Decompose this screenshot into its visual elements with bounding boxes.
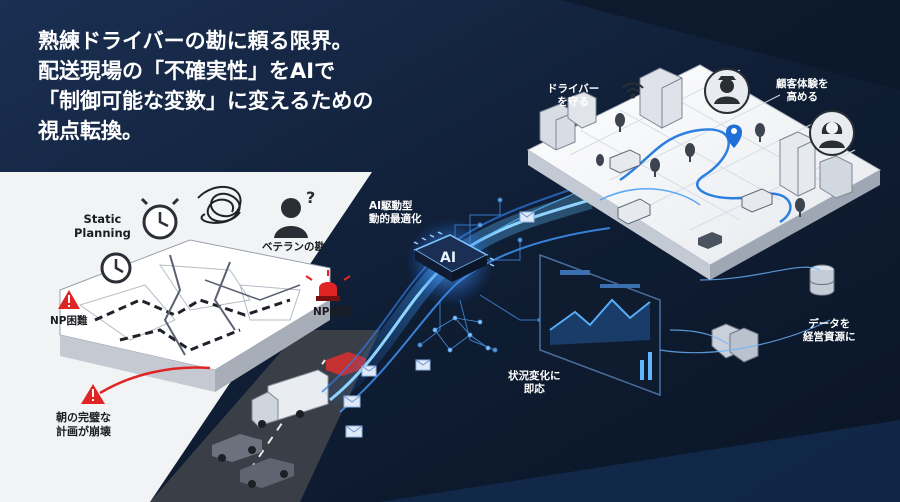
headline-line: 「制御可能な変数」に変えるための (38, 89, 374, 113)
tree (596, 113, 805, 217)
car-icon (212, 434, 262, 462)
protect-drivers-label: ドライバー を守る (547, 83, 600, 109)
np-hard-label-right: NP困難 (313, 306, 351, 318)
siren-icon (305, 270, 351, 301)
delivery-truck-icon (617, 198, 651, 225)
warning-triangle-icon (58, 290, 80, 309)
bottom-right-band (380, 420, 900, 502)
veteran-intuition-label: ベテランの勘 (262, 241, 325, 253)
database-icon (809, 264, 835, 296)
plan-collapse-label: 朝の完璧な 計画が崩壊 (56, 411, 111, 438)
driver-avatar-icon (704, 68, 750, 114)
network-graph (432, 315, 491, 353)
alert-arrow (99, 366, 211, 395)
svg-text:?: ? (306, 188, 315, 207)
monitor-chart-icon (539, 253, 661, 397)
static-planning-label: Static Planning (74, 212, 131, 241)
email-icon (415, 359, 431, 371)
ai-dynamic-optimization-label: AI駆動型 動的最適化 (369, 200, 422, 226)
headline-line: 熟練ドライバーの勘に頼る限界。 (38, 29, 353, 53)
car-icon (698, 232, 722, 249)
clock-icon (140, 197, 180, 240)
connector-lines (659, 266, 831, 354)
person-question-icon: ? (274, 188, 315, 238)
headline-line: 視点転換。 (38, 119, 143, 143)
delivery-truck-icon (251, 369, 329, 428)
warning-triangle-icon (81, 384, 105, 404)
delivery-truck-icon (741, 188, 773, 213)
building (779, 131, 816, 197)
email-icon (519, 211, 535, 223)
building (567, 91, 597, 129)
email-icon (345, 425, 363, 438)
building (639, 67, 683, 129)
headline-line: 配送現場の「不確実性」をAIで (38, 59, 336, 83)
tangled-scribble-icon (197, 185, 242, 224)
np-hard-label-left: NP困難 (50, 315, 88, 327)
ai-chip-icon: AI (406, 218, 495, 306)
clock-icon (100, 252, 132, 284)
location-pin-icon (726, 124, 742, 148)
customer-avatar-icon (809, 110, 855, 156)
customer-experience-label: 顧客体験を 高める (776, 78, 829, 104)
headline: 熟練ドライバーの勘に頼る限界。 配送現場の「不確実性」をAIで 「制御可能な変数… (38, 26, 373, 146)
wifi-icon (622, 82, 644, 99)
building (819, 155, 853, 199)
email-icon (361, 365, 377, 377)
delivery-truck-icon (609, 149, 641, 174)
data-as-assets-label: データを 経営資源に (803, 318, 856, 344)
top-right-dark-band (560, 0, 900, 90)
email-icon (343, 395, 361, 408)
respond-to-change-label: 状況変化に 即応 (508, 370, 561, 396)
car-icon (240, 458, 294, 488)
ai-chip-label: AI (440, 250, 456, 266)
